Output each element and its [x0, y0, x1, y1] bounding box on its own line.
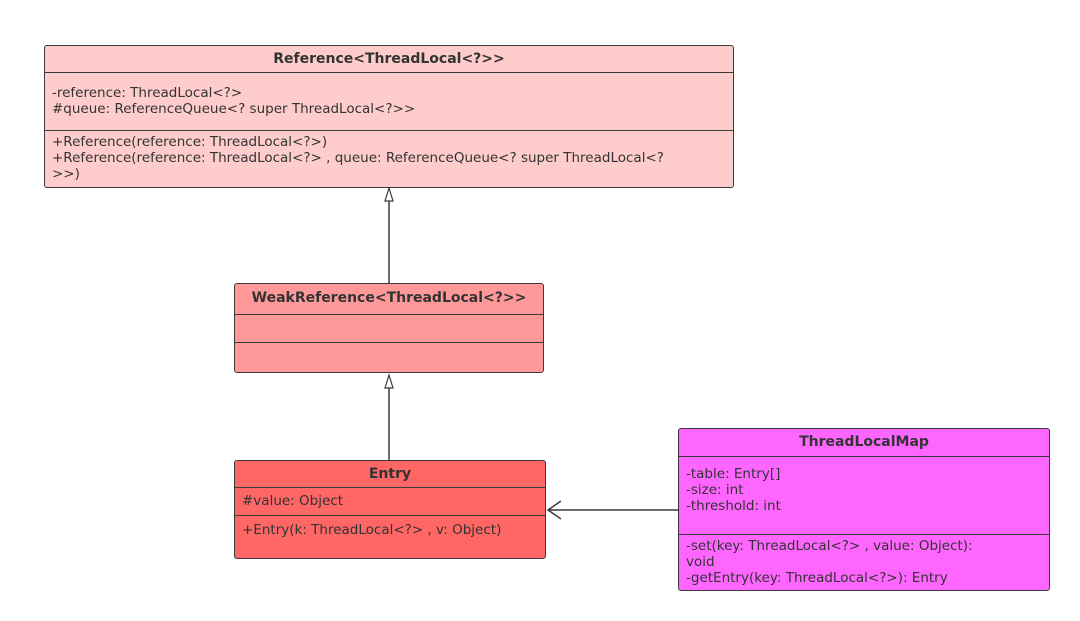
member-line: -reference: ThreadLocal<?>	[52, 85, 243, 101]
member-line: +Reference(reference: ThreadLocal<?>)	[52, 134, 328, 150]
member-line: -threshold: int	[686, 498, 781, 514]
class-reference[interactable]: Reference<ThreadLocal<?>> -reference: Th…	[44, 45, 734, 188]
class-attributes: #value: Object	[235, 488, 545, 516]
member-line: #queue: ReferenceQueue<? super ThreadLoc…	[52, 101, 416, 117]
member-line: #value: Object	[242, 493, 343, 509]
member-line: -getEntry(key: ThreadLocal<?>): Entry	[686, 570, 948, 586]
class-name: Reference<ThreadLocal<?>>	[45, 46, 733, 73]
class-operations: -set(key: ThreadLocal<?> , value: Object…	[679, 535, 1049, 588]
class-name: ThreadLocalMap	[679, 429, 1049, 457]
member-line: void	[686, 554, 715, 570]
generalization-weakreference-to-reference	[384, 185, 394, 283]
class-entry[interactable]: Entry #value: Object +Entry(k: ThreadLoc…	[234, 460, 546, 559]
member-line: -size: int	[686, 482, 744, 498]
generalization-entry-to-weakreference	[384, 372, 394, 460]
class-name: Entry	[235, 461, 545, 488]
class-threadlocalmap[interactable]: ThreadLocalMap -table: Entry[]-size: int…	[678, 428, 1050, 591]
class-operations: +Reference(reference: ThreadLocal<?>)+Re…	[45, 131, 733, 184]
class-operations: +Entry(k: ThreadLocal<?> , v: Object)	[235, 516, 545, 540]
member-line: -table: Entry[]	[686, 466, 781, 482]
member-line: >>)	[52, 166, 80, 182]
class-attributes: -table: Entry[]-size: int-threshold: int	[679, 457, 1049, 535]
class-weakreference[interactable]: WeakReference<ThreadLocal<?>>	[234, 283, 544, 373]
member-line: -set(key: ThreadLocal<?> , value: Object…	[686, 538, 973, 554]
member-line: +Entry(k: ThreadLocal<?> , v: Object)	[242, 522, 502, 538]
class-operations	[235, 343, 543, 372]
class-name: WeakReference<ThreadLocal<?>>	[235, 284, 543, 315]
class-attributes: -reference: ThreadLocal<?>#queue: Refere…	[45, 73, 733, 131]
association-threadlocalmap-to-entry	[546, 500, 678, 520]
member-line: +Reference(reference: ThreadLocal<?> , q…	[52, 150, 664, 166]
class-attributes	[235, 315, 543, 343]
